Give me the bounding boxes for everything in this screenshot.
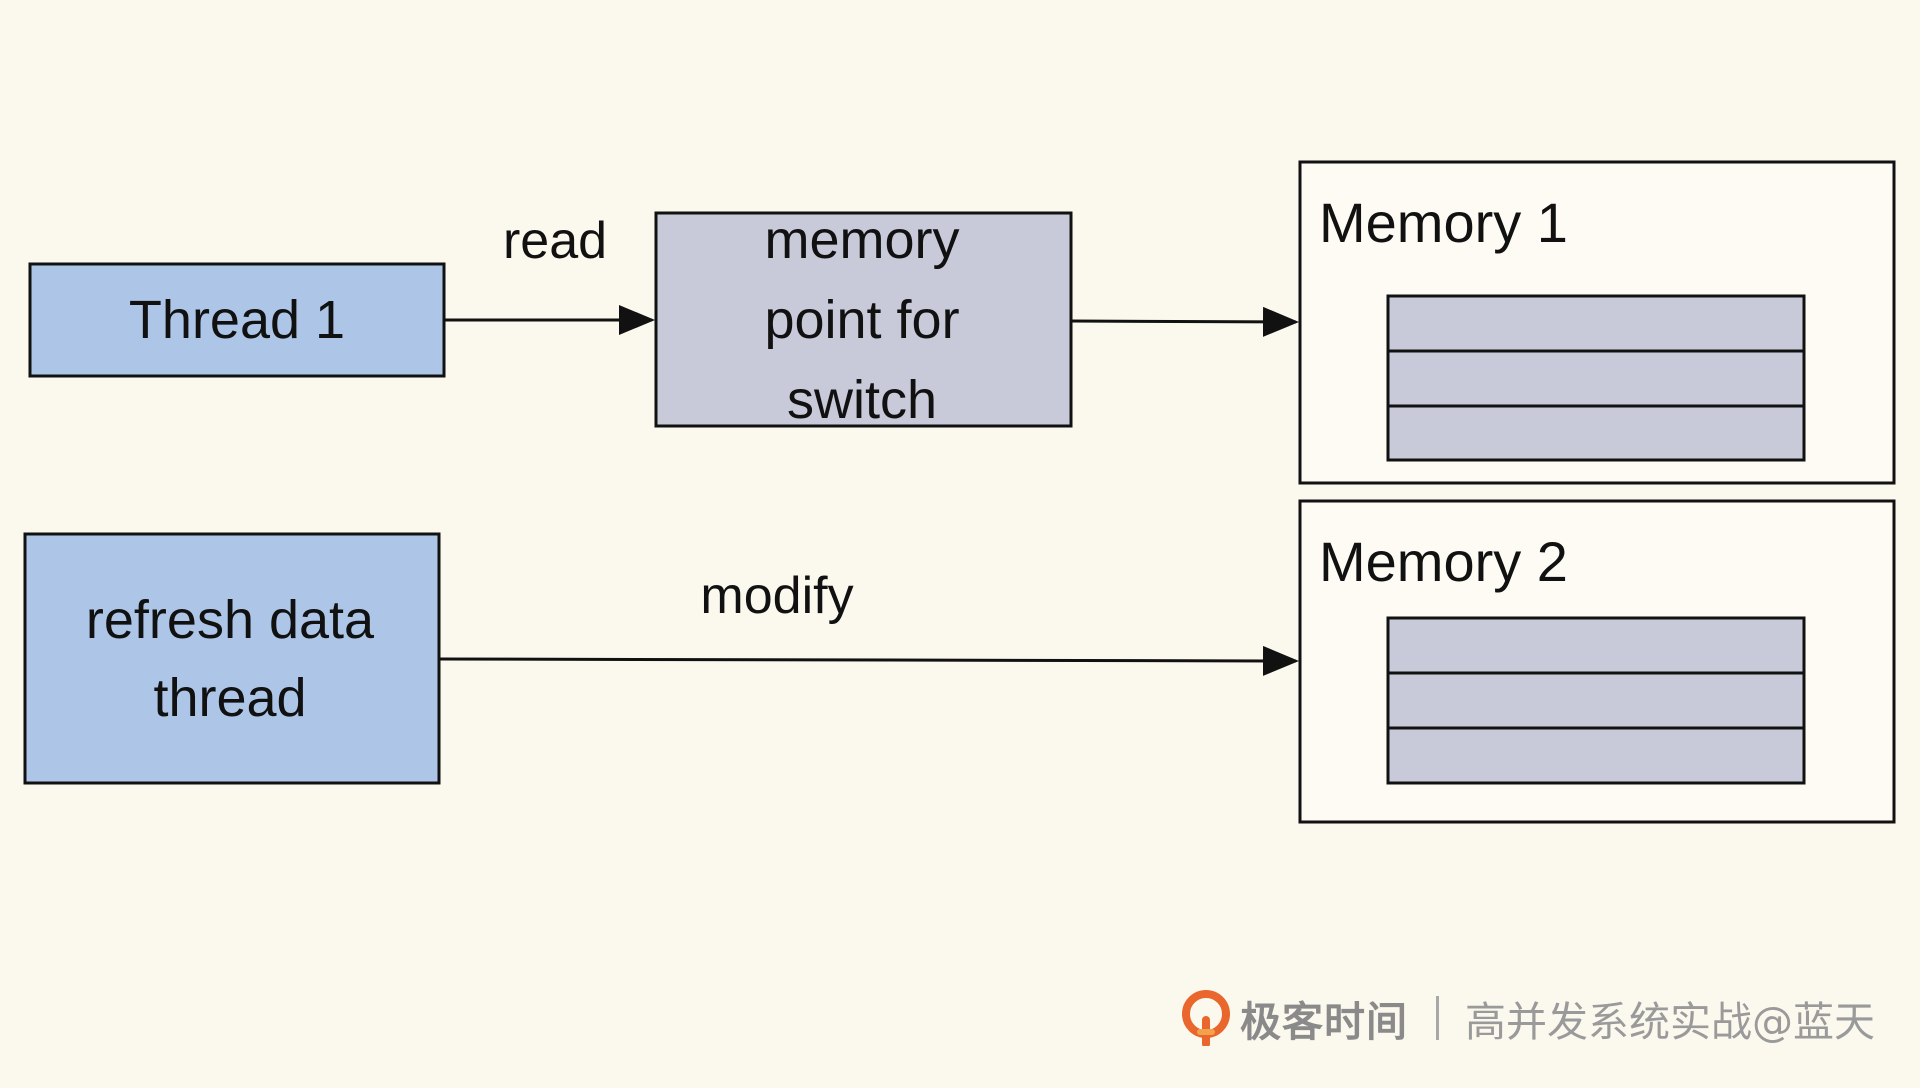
modify-edge: modify <box>438 567 1299 676</box>
memory-1-slot <box>1386 294 1806 353</box>
watermark: 极客时间 高并发系统实战@蓝天 <box>1180 988 1875 1048</box>
refresh-thread-label-line-2: thread <box>153 668 306 728</box>
memory-2-label: Memory 2 <box>1319 530 1568 593</box>
memory-1-slot <box>1386 349 1806 408</box>
thread-1-label: Thread 1 <box>129 290 345 350</box>
refresh-thread-label-line-1: refresh data <box>86 590 375 650</box>
watermark-separator <box>1436 996 1439 1040</box>
watermark-brand: 极客时间 <box>1240 998 1408 1046</box>
switch-pointer-label-line-3: switch <box>787 370 937 430</box>
switch-pointer-node: memory point for switch <box>654 210 1073 430</box>
memory-2-slot <box>1386 726 1806 785</box>
pointer-to-memory-1-edge <box>1070 306 1299 337</box>
memory-2-slot <box>1386 616 1806 675</box>
modify-label: modify <box>700 567 853 625</box>
read-edge: read <box>444 212 655 335</box>
watermark-course: 高并发系统实战@蓝天 <box>1465 998 1875 1046</box>
thread-1-box <box>28 262 446 378</box>
switch-pointer-label-line-1: memory <box>764 210 959 270</box>
memory-1-slot <box>1386 404 1806 462</box>
switch-pointer-label-line-2: point for <box>764 290 959 350</box>
thread-1-node: Thread 1 <box>28 262 446 378</box>
memory-1-label: Memory 1 <box>1319 191 1568 254</box>
switch-pointer-box <box>654 211 1073 428</box>
geektime-logo-icon <box>1182 990 1230 1046</box>
pointer-to-memory-1-arrow <box>1070 306 1299 337</box>
memory-2-node: Memory 2 <box>1298 499 1896 824</box>
refresh-thread-box <box>23 532 441 785</box>
memory-2-slot <box>1386 671 1806 730</box>
refresh-thread-node: refresh data thread <box>23 532 441 785</box>
memory-1-node: Memory 1 <box>1298 160 1896 485</box>
modify-arrow <box>438 645 1299 676</box>
read-label: read <box>503 212 607 270</box>
